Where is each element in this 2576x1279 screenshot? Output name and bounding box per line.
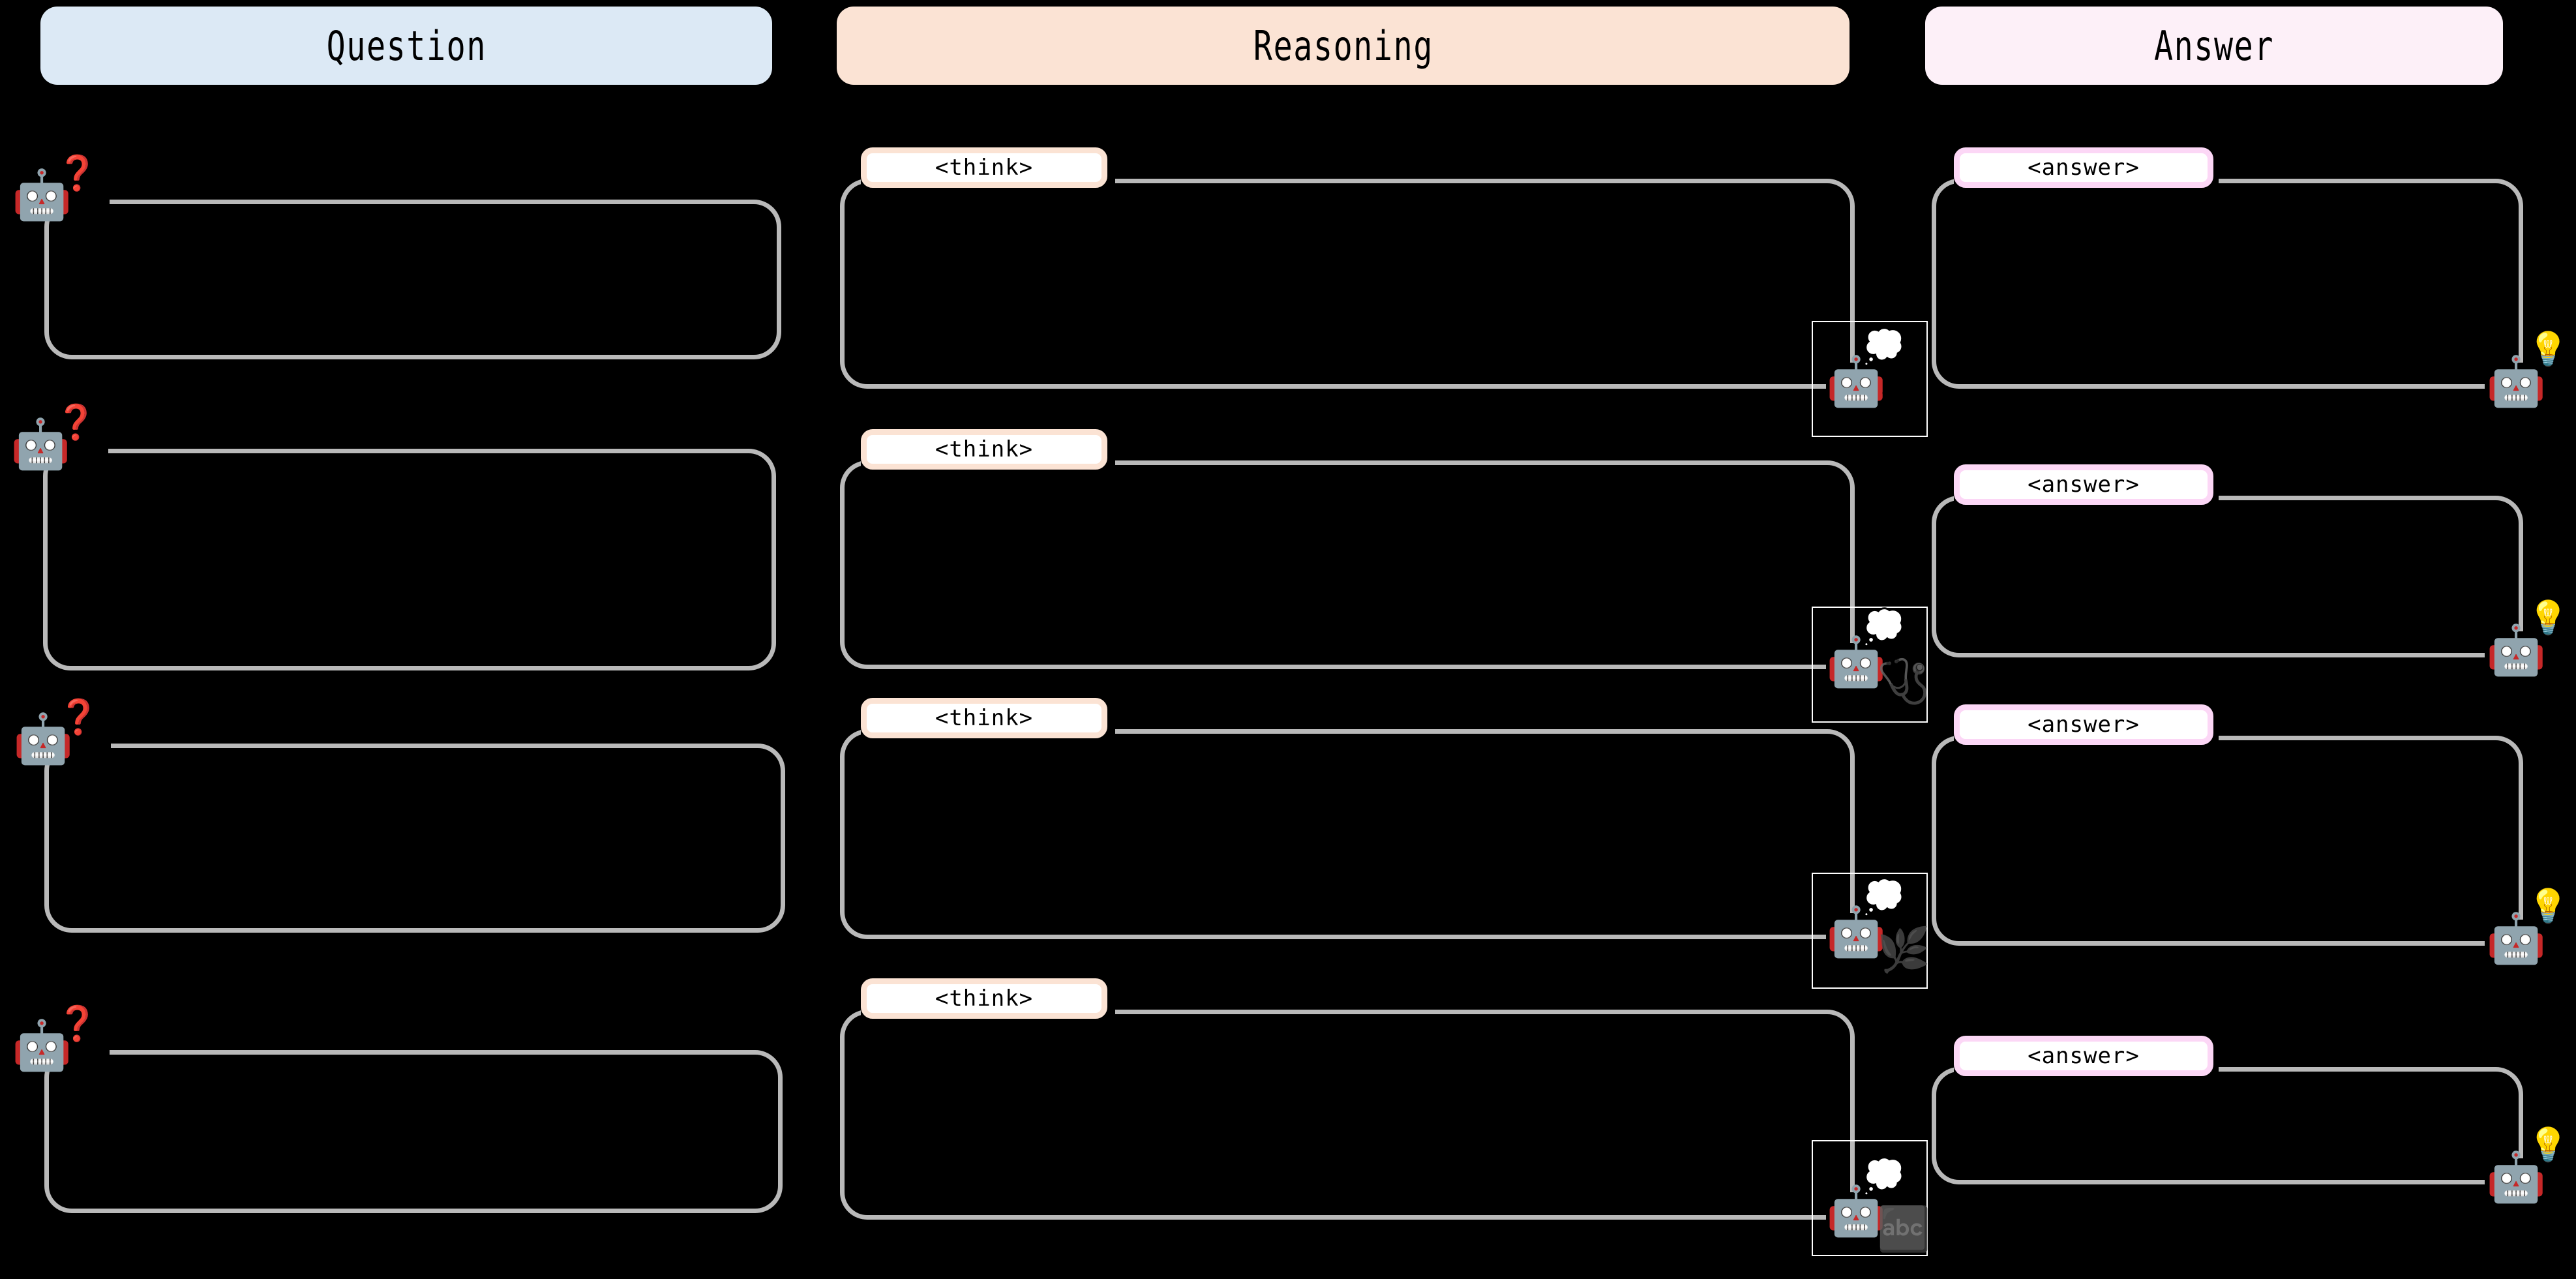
answer-box-row-4[interactable]	[1932, 1067, 2523, 1184]
think-tag-label-row-4: <think>	[935, 986, 1034, 1012]
reasoning-text-row-1	[845, 183, 1850, 384]
reasoning-box-row-3[interactable]	[840, 729, 1855, 939]
answer-tag-label-row-3: <answer>	[2028, 712, 2140, 738]
think-tag-label-row-1: <think>	[935, 155, 1034, 181]
reasoning-robot-frame-row-3	[1812, 873, 1928, 989]
question-mark-icon-row-1: ❓	[56, 154, 98, 193]
answer-tag-label-row-1: <answer>	[2028, 155, 2140, 181]
reasoning-robot-frame-row-2	[1812, 607, 1928, 723]
question-text-row-3	[49, 748, 781, 928]
answer-tag-row-4: <answer>	[1954, 1036, 2213, 1076]
think-tag-row-1: <think>	[861, 147, 1107, 188]
lightbulb-icon-row-2: 💡	[2528, 599, 2569, 637]
answer-robot-icon-row-3: 🤖	[2486, 910, 2547, 967]
column-header-reasoning-label: Reasoning	[1253, 22, 1433, 70]
question-robot-icon-row-3: 🤖	[13, 711, 74, 767]
column-header-question-label: Question	[326, 22, 487, 70]
answer-text-row-4	[1936, 1072, 2519, 1180]
question-mark-icon-row-4: ❓	[56, 1004, 98, 1044]
answer-robot-icon-row-1: 🤖	[2486, 354, 2547, 410]
think-tag-row-2: <think>	[861, 429, 1107, 470]
reasoning-box-row-2[interactable]	[840, 460, 1855, 669]
answer-text-row-3	[1936, 740, 2519, 941]
reasoning-robot-icon-row-4: 🤖	[1826, 1183, 1887, 1239]
reasoning-robot-icon-row-1: 🤖	[1826, 354, 1887, 410]
reasoning-robot-frame-row-4	[1812, 1140, 1928, 1256]
answer-text-row-2	[1936, 500, 2519, 653]
reasoning-robot-icon-row-2: 🤖	[1826, 634, 1887, 690]
answer-text-row-1	[1936, 183, 2519, 384]
answer-robot-icon-row-4: 🤖	[2486, 1149, 2547, 1205]
thought-bubble-icon-row-4: 💭	[1863, 1157, 1905, 1196]
reasoning-robot-icon-row-3: 🤖	[1826, 904, 1887, 960]
reasoning-border-gap-row-4	[1826, 1192, 1911, 1231]
question-mark-icon-row-2: ❓	[55, 403, 97, 442]
reasoning-border-gap-row-1	[1826, 363, 1911, 402]
column-header-reasoning: Reasoning	[837, 7, 1850, 85]
answer-border-gap-row-3	[2485, 920, 2563, 959]
topic-icon-row-3: 🌿	[1877, 925, 1931, 975]
question-text-row-4	[49, 1055, 778, 1209]
reasoning-text-row-2	[845, 465, 1850, 665]
answer-tag-row-3: <answer>	[1954, 704, 2213, 745]
question-text-row-1	[49, 204, 777, 355]
column-header-answer-label: Answer	[2153, 22, 2275, 70]
reasoning-text-row-4	[845, 1014, 1850, 1215]
reasoning-box-row-1[interactable]	[840, 179, 1855, 389]
question-robot-icon-row-4: 🤖	[12, 1017, 72, 1074]
think-tag-row-3: <think>	[861, 698, 1107, 738]
question-box-row-1[interactable]	[44, 200, 781, 359]
question-border-gap-row-2	[37, 437, 108, 466]
thought-bubble-icon-row-2: 💭	[1863, 608, 1905, 647]
answer-tag-label-row-2: <answer>	[2028, 472, 2140, 498]
topic-icon-row-1: ⚛	[1877, 376, 1916, 426]
column-header-question: Question	[40, 7, 772, 85]
think-tag-label-row-3: <think>	[935, 705, 1034, 731]
reasoning-robot-frame-row-1	[1812, 321, 1928, 437]
question-border-gap-row-3	[38, 732, 111, 760]
thought-bubble-icon-row-3: 💭	[1863, 878, 1905, 917]
answer-tag-label-row-4: <answer>	[2028, 1043, 2140, 1069]
lightbulb-icon-row-1: 💡	[2528, 330, 2569, 368]
answer-box-row-2[interactable]	[1932, 496, 2523, 657]
topic-icon-row-4: 🔤	[1877, 1204, 1931, 1254]
question-border-gap-row-1	[38, 188, 110, 217]
answer-border-gap-row-1	[2485, 363, 2563, 402]
question-text-row-2	[48, 453, 771, 666]
topic-icon-row-2: 🩺	[1877, 656, 1931, 706]
reasoning-text-row-3	[845, 734, 1850, 935]
answer-border-gap-row-2	[2485, 631, 2563, 670]
thought-bubble-icon-row-1: 💭	[1863, 327, 1905, 367]
question-border-gap-row-4	[38, 1038, 110, 1067]
reasoning-box-row-4[interactable]	[840, 1010, 1855, 1220]
question-robot-icon-row-1: 🤖	[12, 167, 72, 223]
lightbulb-icon-row-4: 💡	[2528, 1126, 2569, 1164]
column-header-answer: Answer	[1925, 7, 2503, 85]
think-tag-row-4: <think>	[861, 978, 1107, 1019]
answer-robot-icon-row-2: 🤖	[2486, 622, 2547, 678]
answer-tag-row-2: <answer>	[1954, 464, 2213, 505]
think-tag-label-row-2: <think>	[935, 436, 1034, 462]
answer-box-row-3[interactable]	[1932, 736, 2523, 946]
answer-tag-row-1: <answer>	[1954, 147, 2213, 188]
lightbulb-icon-row-3: 💡	[2528, 887, 2569, 925]
question-box-row-4[interactable]	[44, 1050, 783, 1213]
reasoning-border-gap-row-2	[1826, 643, 1911, 682]
answer-border-gap-row-4	[2485, 1158, 2563, 1197]
answer-box-row-1[interactable]	[1932, 179, 2523, 389]
question-mark-icon-row-3: ❓	[57, 698, 100, 737]
question-box-row-3[interactable]	[44, 744, 785, 933]
question-robot-icon-row-2: 🤖	[10, 416, 71, 472]
reasoning-border-gap-row-3	[1826, 913, 1911, 952]
question-box-row-2[interactable]	[43, 449, 776, 670]
